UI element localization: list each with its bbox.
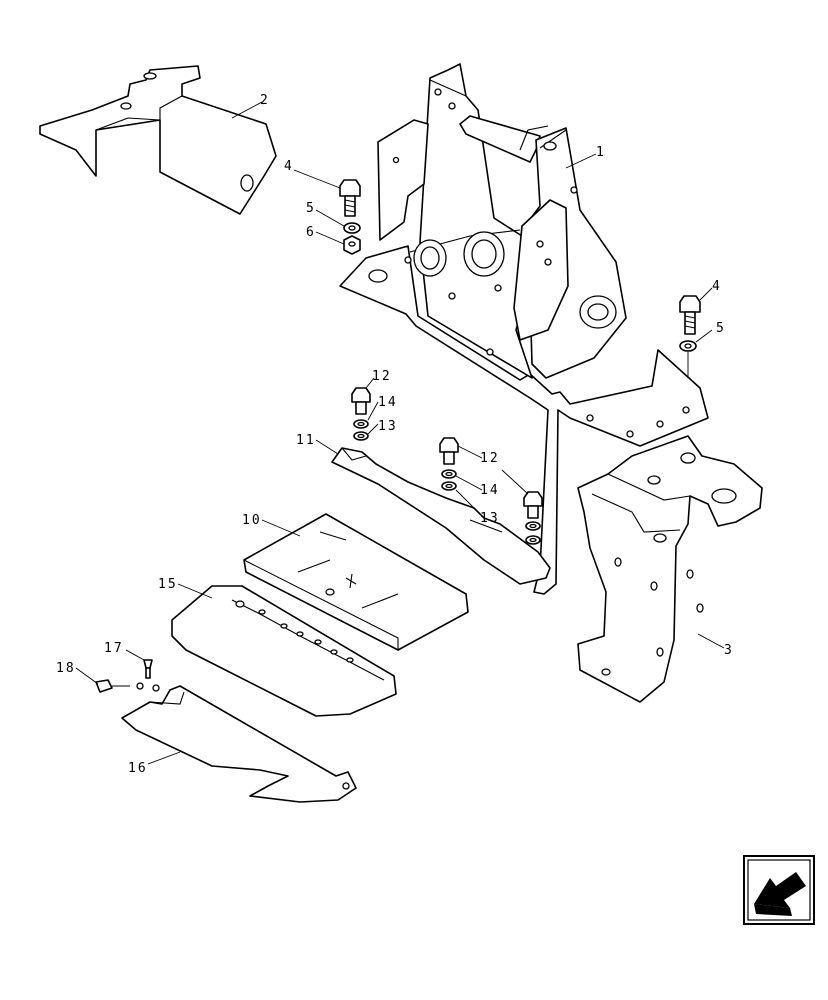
strap-part-16 bbox=[121, 684, 357, 803]
callout-18: 18 bbox=[56, 661, 76, 676]
callout-14-upper: 14 bbox=[378, 395, 398, 410]
callout-1: 1 bbox=[596, 145, 606, 160]
callout-11: 11 bbox=[296, 433, 316, 448]
callout-13-upper: 13 bbox=[378, 419, 398, 434]
washer-14-upper bbox=[353, 419, 369, 429]
callout-14-middle: 14 bbox=[480, 483, 500, 498]
callout-3: 3 bbox=[724, 643, 734, 658]
bolt-12-middle bbox=[439, 437, 459, 465]
bracket-part-2 bbox=[39, 65, 277, 215]
plate-part-10 bbox=[243, 513, 469, 651]
callout-5-right: 5 bbox=[716, 321, 726, 336]
bolt-12-lower bbox=[523, 491, 543, 519]
bracket-part-3 bbox=[577, 435, 763, 703]
callout-17: 17 bbox=[104, 641, 124, 656]
plate-part-11 bbox=[331, 447, 551, 585]
callout-12-upper: 12 bbox=[372, 369, 392, 384]
callout-2: 2 bbox=[260, 93, 270, 108]
callout-16: 16 bbox=[128, 761, 148, 776]
callout-labels: 2 1 3 4 4 5 5 6 10 11 12 12 13 13 14 14 … bbox=[56, 93, 734, 776]
bolt-4-left bbox=[339, 179, 361, 217]
callout-4-left: 4 bbox=[284, 159, 294, 174]
callout-5-left: 5 bbox=[306, 201, 316, 216]
callout-10: 10 bbox=[242, 513, 262, 528]
main-frame-part-1 bbox=[339, 63, 709, 595]
washer-14-middle bbox=[441, 469, 457, 479]
washer-13-lower bbox=[525, 535, 541, 545]
washer-13-upper bbox=[353, 431, 369, 441]
navigation-arrow-icon[interactable] bbox=[743, 855, 815, 925]
pad-part-15 bbox=[171, 585, 397, 717]
callout-4-right: 4 bbox=[712, 279, 722, 294]
screw-17 bbox=[143, 659, 153, 679]
bolt-12-upper bbox=[351, 387, 371, 415]
leader-lines bbox=[75, 101, 725, 765]
callout-6: 6 bbox=[306, 225, 316, 240]
washer-13-middle bbox=[441, 481, 457, 491]
washer-5-right bbox=[679, 340, 697, 352]
bolt-4-right bbox=[679, 295, 701, 335]
callout-12-middle: 12 bbox=[480, 451, 500, 466]
callout-13-middle: 13 bbox=[480, 511, 500, 526]
callout-15: 15 bbox=[158, 577, 178, 592]
clip-18 bbox=[95, 679, 144, 693]
washer-5-left bbox=[343, 222, 361, 234]
washer-14-lower bbox=[525, 521, 541, 531]
nut-6-left bbox=[343, 235, 361, 255]
